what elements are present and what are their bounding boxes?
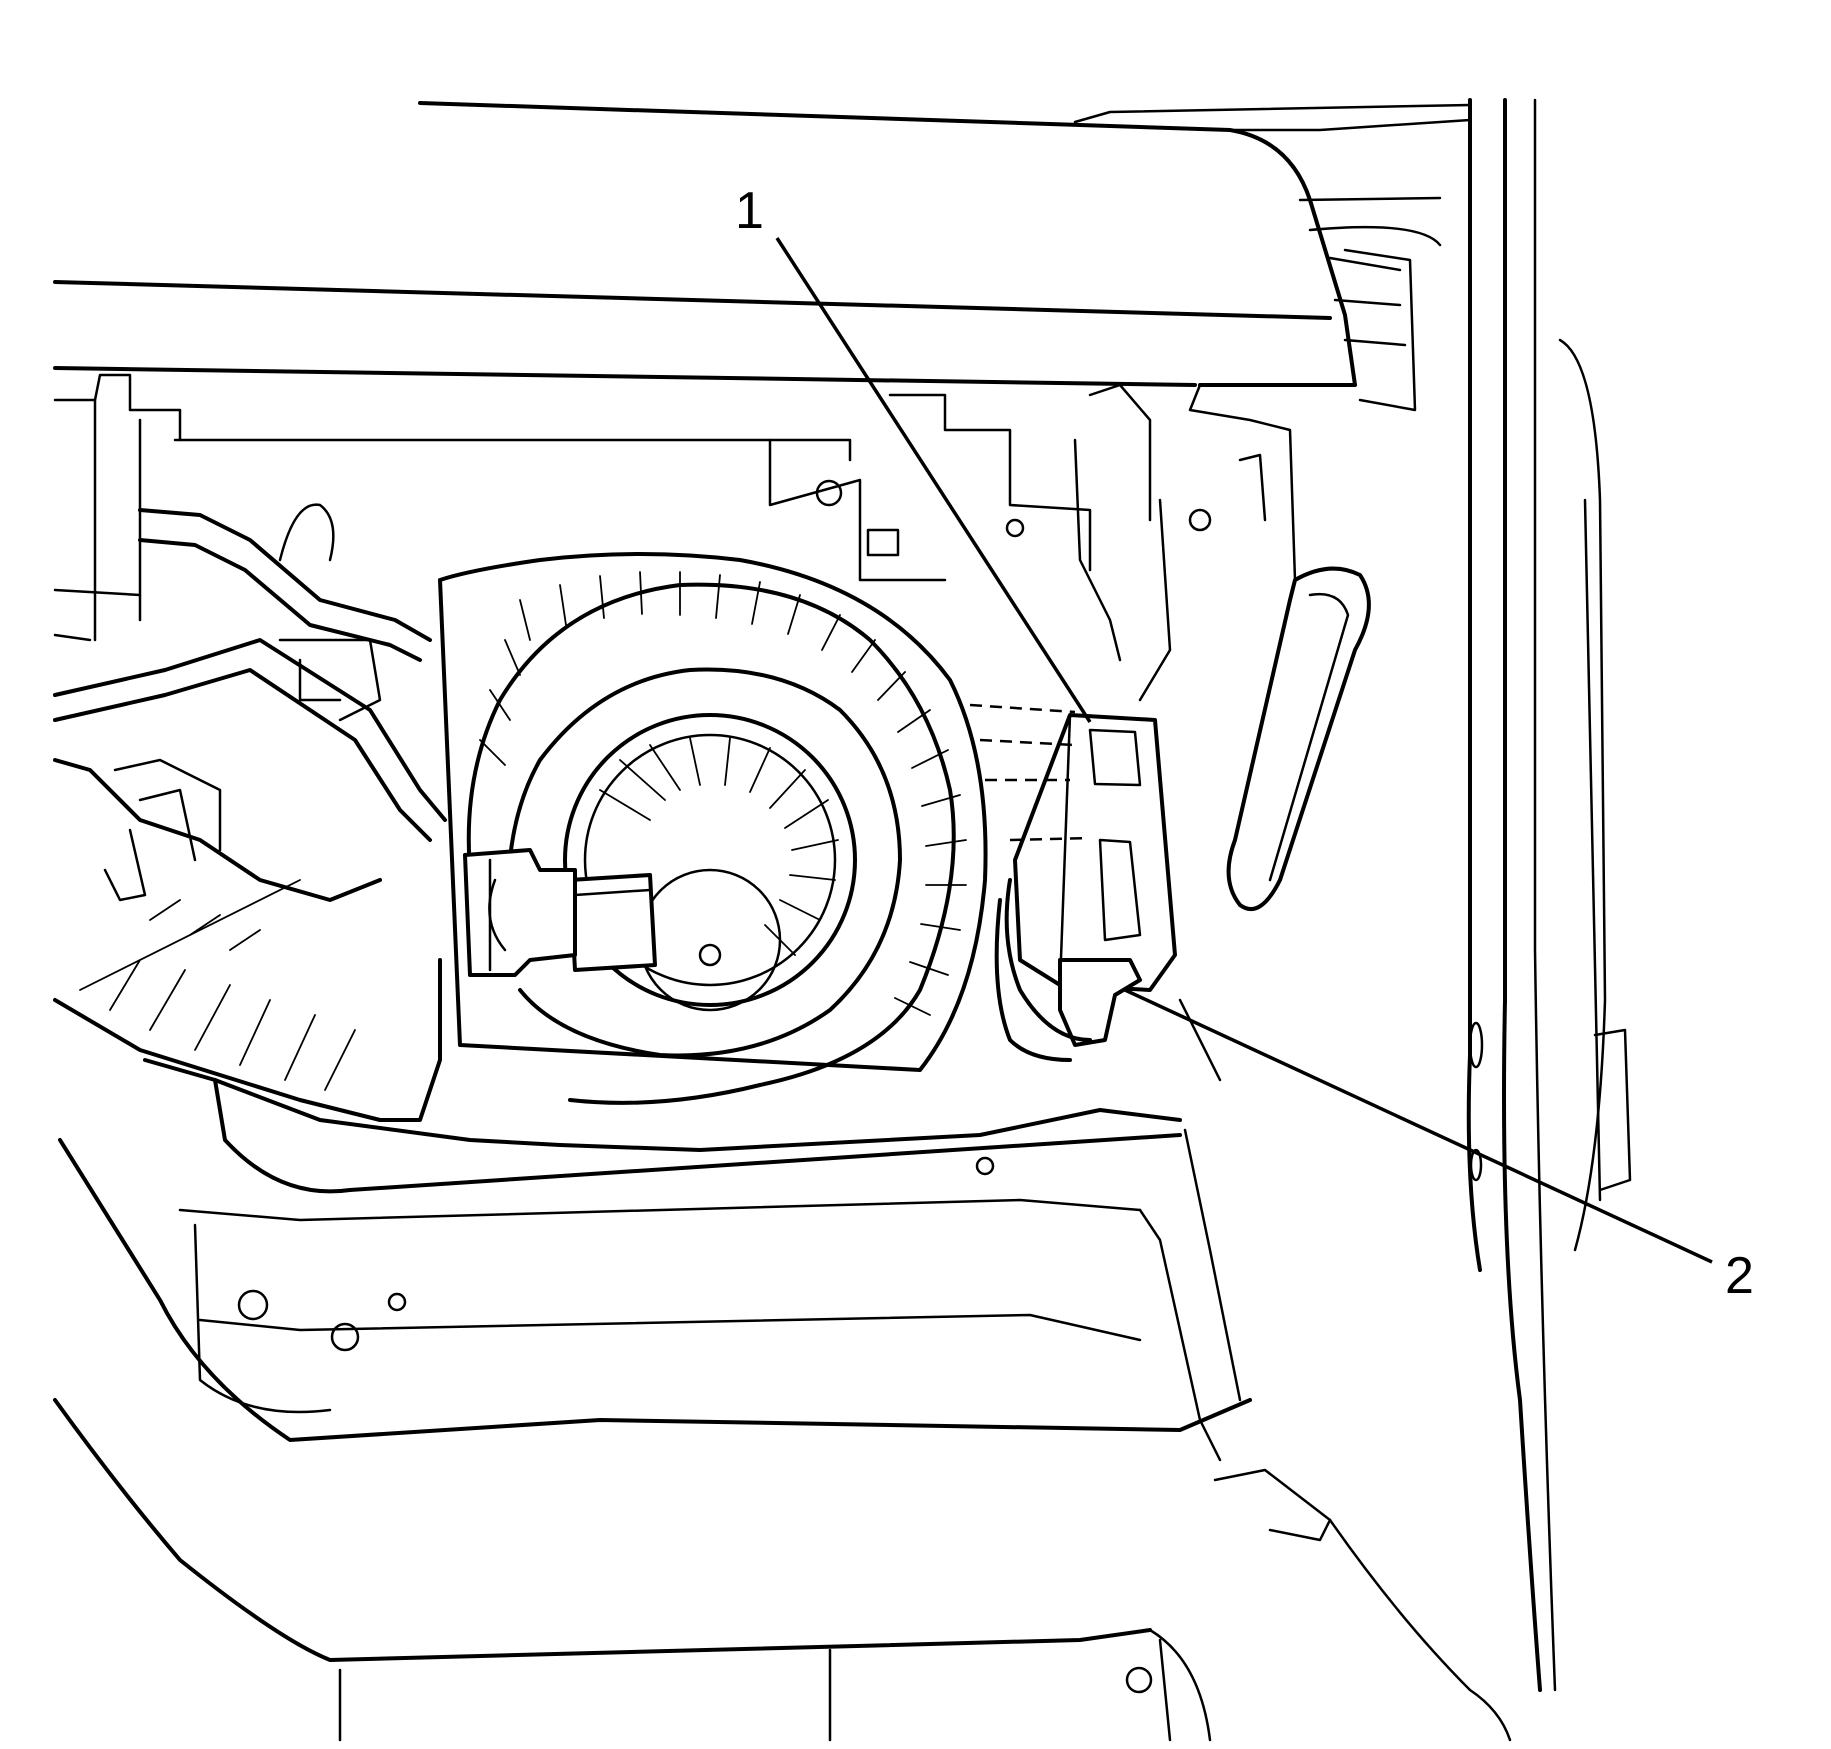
lower-left-shroud (53, 758, 442, 1122)
wiring-harness (53, 503, 447, 842)
callout-1-label: 1 (735, 182, 764, 240)
callout-1-leader (775, 237, 1092, 723)
lower-dash (53, 1058, 1512, 1742)
dash-panel-top (53, 101, 1472, 412)
blower-wheel (563, 713, 857, 1012)
callout-2: 2 (1124, 988, 1754, 1305)
upper-brackets (53, 373, 1297, 702)
module-connector (994, 878, 1222, 1082)
trim-handle (1226, 566, 1371, 912)
callout-2-label: 2 (1725, 1247, 1754, 1305)
blower-housing (438, 552, 988, 1105)
callout-1: 1 (735, 182, 1092, 723)
blower-motor-control-module (969, 703, 1177, 992)
callout-2-leader (1124, 988, 1713, 1264)
pillar-lines (1466, 98, 1632, 1692)
blower-connector (463, 848, 577, 977)
